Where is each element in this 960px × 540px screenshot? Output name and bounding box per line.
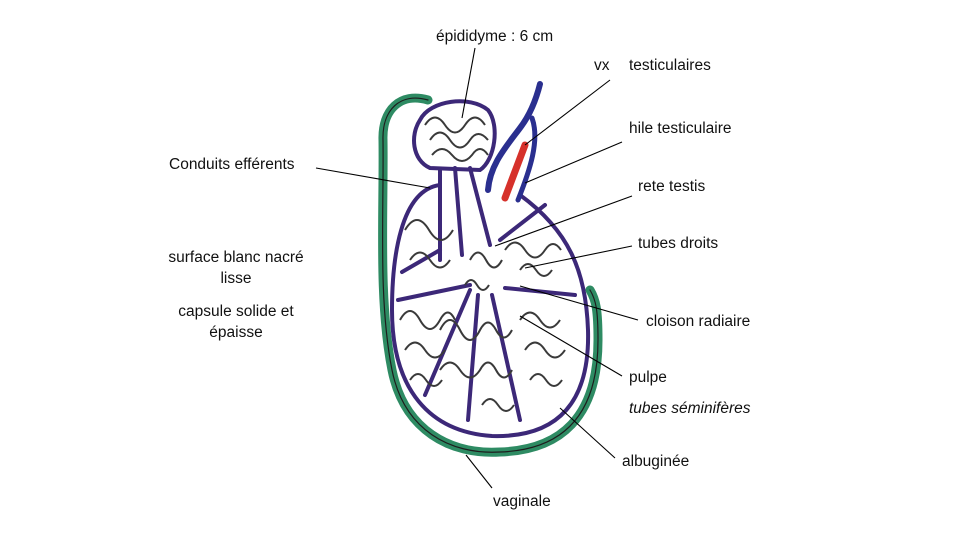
- label-cloison-radiaire: cloison radiaire: [646, 313, 751, 330]
- epididymis-outline: [412, 99, 497, 173]
- label-capsule-line2: épaisse: [209, 324, 263, 341]
- label-conduits-efferents: Conduits efférents: [169, 156, 295, 173]
- label-pulpe: pulpe: [629, 369, 667, 386]
- testicular-artery: [501, 141, 529, 202]
- label-rete-testis: rete testis: [638, 178, 706, 195]
- label-vaginale: vaginale: [493, 493, 551, 510]
- radial-septa: [396, 166, 577, 422]
- label-albuginee: albuginée: [622, 453, 690, 470]
- label-surface-line1: surface blanc nacré: [168, 249, 304, 266]
- albuginea-layer: [389, 183, 591, 439]
- testicular-vein-branch: [515, 115, 538, 203]
- label-tubes-droits: tubes droits: [638, 235, 719, 252]
- label-testiculaires: testiculaires: [629, 57, 711, 74]
- label-vx: vx: [594, 57, 610, 74]
- leader-lines: [315, 47, 639, 489]
- label-epididyme: épididyme : 6 cm: [436, 28, 554, 45]
- seminiferous-tubules: [399, 116, 566, 412]
- label-tubes-seminiferes: tubes séminifères: [629, 400, 751, 417]
- label-capsule-line1: capsule solide et: [178, 303, 294, 320]
- vaginale-inner-line: [381, 97, 599, 453]
- testicular-vein: [485, 81, 543, 193]
- label-surface-line2: lisse: [220, 270, 252, 287]
- label-hile-testiculaire: hile testiculaire: [629, 120, 732, 137]
